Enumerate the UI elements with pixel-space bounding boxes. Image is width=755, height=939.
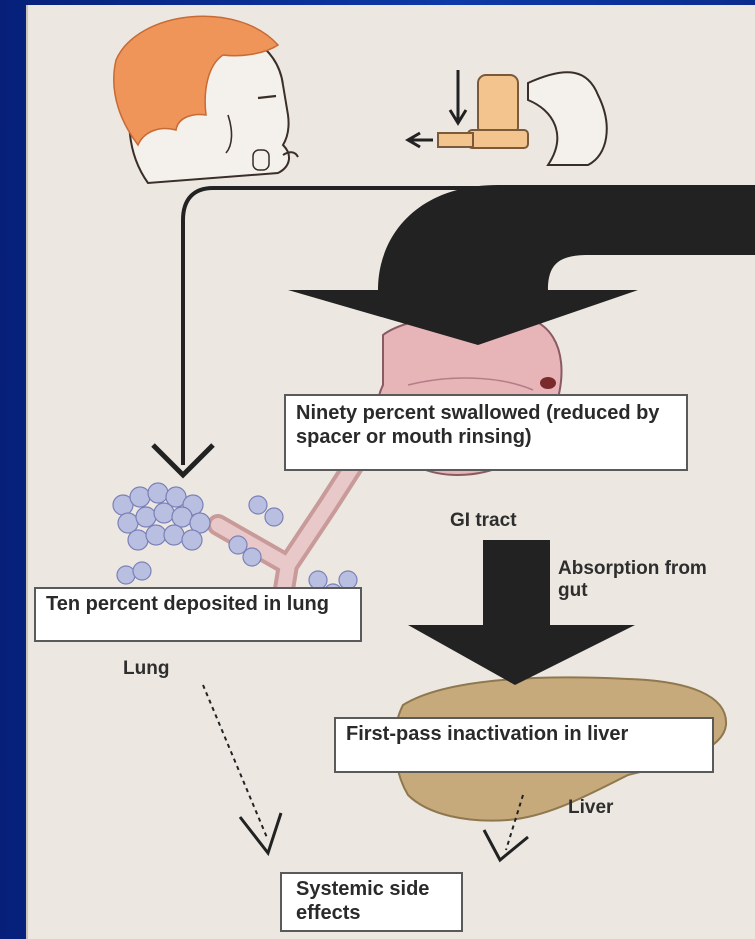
- liver-systemic-arrowhead: [484, 830, 528, 860]
- systemic-label-box: Systemic side effects: [280, 872, 463, 932]
- swallowed-label: Ninety percent swallowed (reduced by spa…: [296, 402, 659, 448]
- swallowed-label-box: Ninety percent swallowed (reduced by spa…: [284, 394, 688, 471]
- lung-label: Lung: [123, 658, 169, 680]
- inhaler-illustration: [408, 70, 607, 165]
- diagram-artwork: [28, 5, 755, 939]
- absorption-label: Absorption from gut: [558, 558, 708, 603]
- systemic-side-effects-label: Systemic side effects: [296, 878, 429, 924]
- gi-tract-label: GI tract: [450, 510, 517, 532]
- patient-head-illustration: [114, 16, 298, 183]
- diagram-panel: Ninety percent swallowed (reduced by spa…: [26, 5, 755, 939]
- lung-systemic-arrowhead: [240, 813, 281, 853]
- liver-label: Liver: [568, 797, 613, 819]
- lung-to-systemic-dashed-arrow: [203, 685, 268, 840]
- lung-deposit-label: Ten percent deposited in lung: [46, 593, 329, 615]
- liver-inactivation-label: First-pass inactivation in liver: [346, 723, 628, 745]
- lung-label-box: Ten percent deposited in lung: [34, 587, 362, 642]
- liver-label-box: First-pass inactivation in liver: [334, 717, 714, 773]
- swallowed-flow-arrow: [288, 185, 755, 345]
